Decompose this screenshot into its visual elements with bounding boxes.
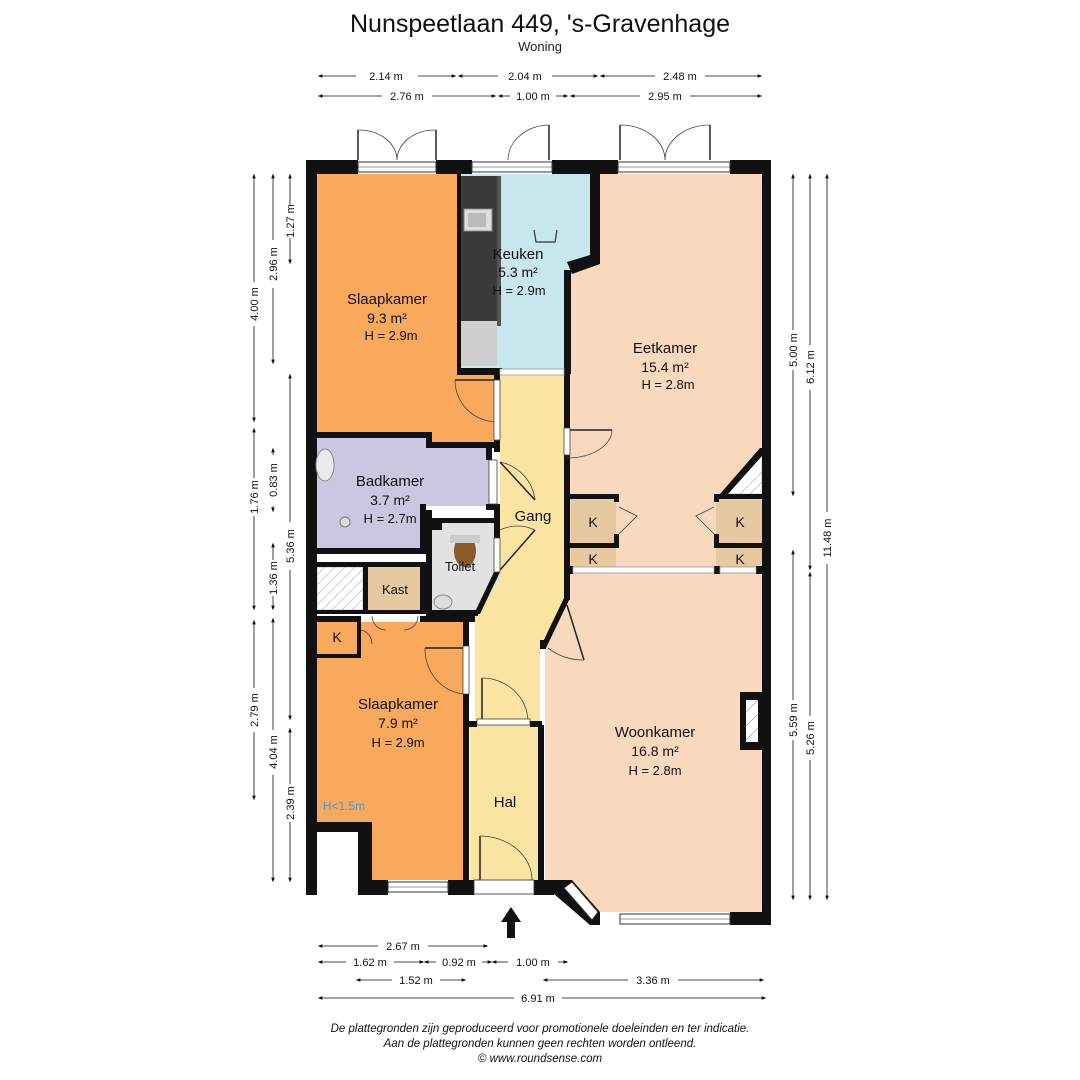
- k-closet-1-fill: [571, 499, 616, 543]
- dim-bottom-total: 6.91 m: [521, 993, 555, 1005]
- room-fills: [316, 174, 763, 912]
- dim-left-mid-b: 0.83 m: [268, 463, 280, 497]
- keuken-area: 5.3 m²: [498, 264, 538, 280]
- toilet-sink-icon: [433, 594, 453, 610]
- entrance-arrow-icon: [501, 907, 521, 938]
- disclaimer: De plattegronden zijn geproduceerd voor …: [0, 1022, 1080, 1067]
- eetkamer-name: Eetkamer: [633, 340, 697, 357]
- dim-left-mid-c: 1.36 m: [268, 561, 280, 595]
- storage-hatch: [316, 566, 364, 611]
- gang-fill: [475, 374, 567, 725]
- dim-right-inner-a: 5.00 m: [788, 333, 800, 367]
- copyright: © www.roundsense.com: [477, 1053, 603, 1065]
- fixtures: [315, 208, 558, 610]
- dim-top2-a: 2.76 m: [390, 91, 424, 103]
- dim-bottom2-b: 0.92 m: [442, 957, 476, 969]
- kast-fill: [368, 567, 422, 610]
- dim-left-outer-a: 4.00 m: [249, 287, 261, 321]
- room-labels: Slaapkamer 9.3 m² H = 2.9m Keuken 5.3 m²…: [323, 246, 746, 813]
- woonkamer-name: Woonkamer: [615, 724, 696, 741]
- bathroom-sink-icon: [315, 448, 335, 482]
- plan-title: Nunspeetlaan 449, 's-Gravenhage: [349, 10, 731, 38]
- dim-top1-a: 2.14 m: [369, 71, 403, 83]
- k-closet-3-fill: [716, 499, 762, 543]
- fireplace-hatch: [745, 699, 759, 741]
- k-label-3: K: [735, 514, 745, 530]
- dim-left-inner-c: 2.39 m: [285, 786, 297, 820]
- dim-right-mid-a: 6.12 m: [805, 350, 817, 384]
- dimension-lines: [252, 74, 829, 1000]
- slaapkamer-top-height: H = 2.9m: [364, 328, 417, 343]
- dim-top2-b: 1.00 m: [516, 91, 550, 103]
- slaapkamer-top-name: Slaapkamer: [347, 291, 427, 308]
- dim-right-outer: 11.48 m: [822, 519, 834, 558]
- shower-icon: [339, 516, 351, 528]
- dim-left-mid-a: 2.96 m: [268, 247, 280, 281]
- eetkamer-height: H = 2.8m: [641, 377, 694, 392]
- badkamer-height: H = 2.7m: [363, 511, 416, 526]
- keuken-name: Keuken: [493, 246, 544, 263]
- dim-left-inner-b: 5.36 m: [285, 529, 297, 563]
- woonkamer-area: 16.8 m²: [631, 743, 679, 759]
- k-label-5: K: [332, 629, 342, 645]
- disclaimer-line-1: De plattegronden zijn geproduceerd voor …: [330, 1023, 750, 1035]
- hatch-lines: [316, 471, 763, 823]
- eetkamer-area: 15.4 m²: [641, 359, 689, 375]
- hal-name: Hal: [494, 794, 517, 811]
- dim-right-mid-b: 5.26 m: [805, 721, 817, 755]
- k-label-1: K: [588, 514, 598, 530]
- toilet-name: Toilet: [445, 559, 476, 574]
- badkamer-name: Badkamer: [356, 473, 424, 490]
- hal-fill: [470, 725, 540, 880]
- walls: [306, 160, 771, 925]
- window-panes: [358, 166, 730, 920]
- dim-top2-c: 2.95 m: [648, 91, 682, 103]
- plan-subtitle: Woning: [518, 39, 562, 54]
- eetkamer-fill: [567, 174, 762, 568]
- doors: [357, 124, 757, 895]
- dim-bottom3-b: 3.36 m: [636, 975, 670, 987]
- badkamer-area: 3.7 m²: [370, 492, 410, 508]
- dim-left-inner-a: 1.27 m: [285, 204, 297, 238]
- kast-name: Kast: [382, 582, 408, 597]
- dim-bottom3-a: 1.52 m: [399, 975, 433, 987]
- slaapkamer-top-area: 9.3 m²: [367, 310, 407, 326]
- dim-left-mid-d: 4.04 m: [268, 735, 280, 769]
- dim-top1-b: 2.04 m: [508, 71, 542, 83]
- dim-top1-c: 2.48 m: [663, 71, 697, 83]
- low-ceiling-note: H<1.5m: [323, 799, 365, 813]
- badkamer-fill: [317, 436, 490, 550]
- slaapkamer-top-fill: [317, 174, 500, 446]
- slaapkamer-bottom-fill: [317, 622, 465, 880]
- dim-left-outer-b: 1.76 m: [249, 480, 261, 514]
- kitchen-counter: [460, 176, 497, 321]
- k-closet-4-fill: [716, 548, 762, 568]
- woonkamer-height: H = 2.8m: [628, 763, 681, 778]
- dim-right-inner-b: 5.59 m: [788, 703, 800, 737]
- slaapkamer-bottom-area: 7.9 m²: [378, 715, 418, 731]
- fireplace-inner: [746, 700, 758, 742]
- dim-bottom2-a: 1.62 m: [353, 957, 387, 969]
- dimension-labels: 2.14 m 2.04 m 2.48 m 2.76 m 1.00 m 2.95 …: [249, 71, 834, 1005]
- disclaimer-line-2: Aan de plattegronden kunnen geen rechten…: [383, 1038, 697, 1050]
- k-label-4: K: [735, 551, 745, 567]
- laundry-icon: [533, 229, 558, 243]
- dim-left-outer-c: 2.79 m: [249, 693, 261, 727]
- kitchen-counter-light: [460, 321, 497, 366]
- keuken-height: H = 2.9m: [492, 283, 545, 298]
- dim-bottom2-c: 1.00 m: [516, 957, 550, 969]
- woonkamer-fill: [545, 572, 762, 912]
- gang-name: Gang: [515, 508, 552, 525]
- k-label-2: K: [588, 551, 598, 567]
- slaapkamer-bottom-height: H = 2.9m: [371, 735, 424, 750]
- dim-bottom1-a: 2.67 m: [386, 941, 420, 953]
- k-closet-2-fill: [571, 548, 616, 568]
- slaapkamer-bottom-name: Slaapkamer: [358, 696, 438, 713]
